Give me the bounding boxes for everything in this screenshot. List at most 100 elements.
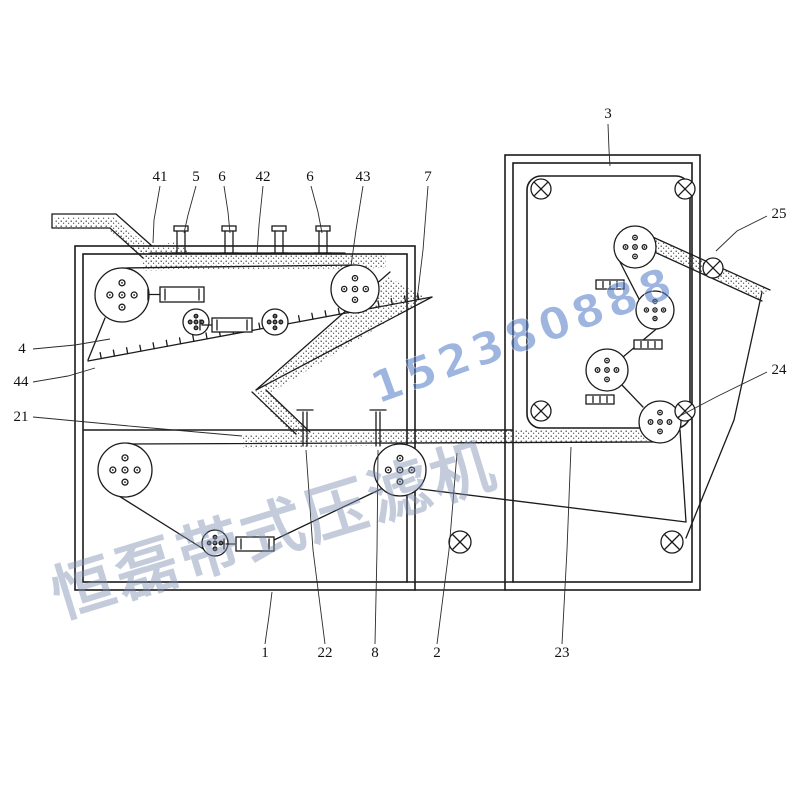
pulleys: [94, 225, 682, 557]
screen-tick: [377, 300, 380, 308]
screen-tick: [139, 344, 142, 352]
leader-21: [32, 416, 243, 437]
pulley: [613, 225, 657, 269]
part-label-44: 44: [14, 374, 30, 390]
part-label-23: 23: [555, 645, 570, 661]
screen-tick: [390, 297, 393, 306]
bolt-head-icon: [702, 257, 724, 279]
part-label-7: 7: [424, 169, 432, 185]
bolt-heads: [448, 178, 724, 554]
leader-24: [677, 371, 768, 418]
tension-cylinder: [223, 536, 275, 552]
leader-7: [416, 185, 429, 301]
watermark-phone-number: 152380888: [364, 257, 683, 415]
leader-42: [256, 185, 264, 255]
chute-top-wall: [51, 213, 153, 247]
feed-hopper: [313, 225, 333, 254]
bolt-head-icon: [530, 400, 552, 422]
leader-3: [607, 123, 611, 167]
leader-23: [561, 446, 572, 645]
feed-hopper: [171, 225, 191, 254]
bolt-head-icon: [674, 400, 696, 422]
machine-frames: [74, 154, 701, 591]
screen-tick: [125, 347, 129, 355]
pulley: [585, 348, 629, 392]
belt-posts: [296, 409, 387, 447]
leader-6b: [310, 185, 323, 234]
leader-5: [183, 185, 197, 234]
belt-post: [296, 409, 314, 447]
part-label-21: 21: [14, 409, 29, 425]
part-label-6a: 6: [218, 169, 226, 185]
material-in-chute: [54, 217, 150, 258]
screen-tick: [112, 349, 116, 357]
bolt-head-icon: [530, 178, 552, 200]
left-box-inner-frame: [82, 253, 408, 583]
part-label-3: 3: [604, 106, 612, 122]
pulley: [635, 290, 675, 330]
part-label-22: 22: [318, 645, 333, 661]
part-label-42: 42: [256, 169, 271, 185]
part-label-25: 25: [772, 206, 787, 222]
screen-tick: [297, 315, 301, 323]
part-label-5: 5: [192, 169, 200, 185]
leader-1: [264, 591, 273, 645]
material-on-lower-belt: [242, 427, 654, 448]
part-labels: 41 5 6 42 6 43 7 3 25 24 4 44 21 1 22 8 …: [14, 106, 788, 661]
spray-nozzle-bar: [633, 339, 663, 350]
leader-4: [32, 338, 111, 350]
leader-44: [32, 367, 96, 383]
material-on-upper-belt: [142, 253, 386, 271]
screen-tick: [192, 334, 195, 342]
part-label-2: 2: [433, 645, 441, 661]
tension-cylinders: [147, 286, 275, 552]
lower-belt-run-right: [419, 488, 687, 523]
lower-belt-tension-run: [273, 488, 382, 541]
bolt-head-icon: [674, 178, 696, 200]
serpentine-run-1: [619, 261, 640, 300]
leader-43: [350, 185, 364, 267]
screen-tick: [258, 322, 261, 330]
leader-41: [152, 185, 161, 244]
leader-lines: [32, 123, 768, 645]
right-box-inner-frame: [512, 162, 693, 583]
pulley: [97, 442, 153, 498]
material-in-vchute: [262, 277, 426, 392]
tension-cylinder: [147, 286, 205, 303]
screen-tick: [403, 295, 407, 303]
spray-nozzle-bar: [585, 394, 615, 405]
feed-hopper: [269, 225, 289, 254]
left-box-outer-frame: [74, 245, 416, 591]
bolt-head-icon: [448, 530, 472, 554]
screen-tick: [178, 337, 182, 345]
part-label-24: 24: [772, 362, 788, 378]
part-label-1: 1: [261, 645, 269, 661]
screen-tick: [99, 351, 102, 360]
tension-cylinder: [199, 317, 253, 333]
leader-8: [374, 449, 379, 645]
upper-belt-return: [87, 317, 106, 361]
pulley: [261, 308, 289, 336]
belt-post: [369, 409, 387, 447]
material-falling: [252, 390, 310, 436]
screen-tick: [324, 310, 327, 318]
leader-2: [436, 452, 458, 645]
leader-6a: [223, 185, 231, 234]
right-roller-wrap: [679, 429, 687, 523]
pulley: [638, 400, 682, 444]
spray-nozzle-bars: [585, 279, 663, 405]
screen-tick: [311, 312, 314, 320]
pulley: [373, 443, 427, 497]
screen-tick: [152, 342, 155, 350]
pulley: [182, 308, 210, 336]
outer-right-belt: [685, 291, 763, 539]
pulley: [330, 264, 380, 314]
feed-hoppers: [171, 225, 333, 254]
part-label-41: 41: [153, 169, 168, 185]
part-label-6b: 6: [306, 169, 314, 185]
bolt-head-icon: [660, 530, 684, 554]
spray-nozzle-bar: [595, 279, 625, 290]
leader-22: [305, 449, 326, 645]
